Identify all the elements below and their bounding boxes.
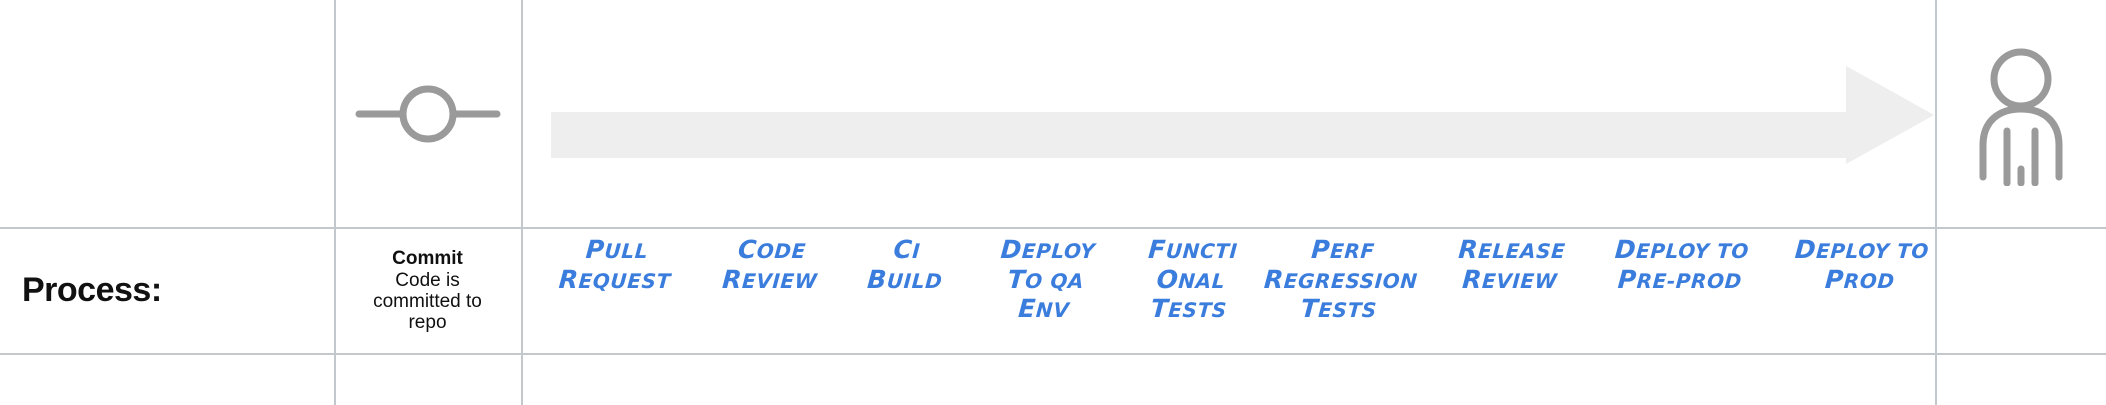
step-line: env: [1017, 294, 1071, 323]
step-release-review[interactable]: Release review: [1424, 235, 1598, 294]
step-line: CI: [892, 235, 922, 264]
commit-step-cell: Commit Code is committed to repo: [334, 229, 521, 353]
grid-line-vertical-3: [1935, 0, 1937, 405]
git-commit-icon: [353, 74, 503, 154]
commit-desc-line-3: to repo: [408, 291, 482, 334]
step-line: prod: [1824, 264, 1896, 294]
commit-step-title: Commit: [392, 248, 463, 270]
page-title: Process:: [22, 271, 162, 310]
step-line: Functi: [1147, 235, 1239, 264]
grid-line-horizontal-bottom: [0, 353, 2106, 355]
process-label-cell: Process:: [0, 229, 334, 353]
person-icon: [1961, 41, 2081, 186]
commit-desc-line-1: Code is: [395, 269, 460, 291]
commit-step-description: Code is committed to repo: [353, 270, 503, 334]
step-line: Deploy to: [1793, 235, 1930, 264]
step-line: build: [866, 264, 944, 294]
grid-line-horizontal-top: [0, 227, 2106, 229]
step-line: tests: [1299, 294, 1378, 323]
step-line: onal: [1155, 264, 1227, 294]
person-icon-cell: [1935, 0, 2106, 227]
commit-desc-line-2: committed: [373, 291, 461, 312]
step-line: Pull: [584, 235, 650, 264]
pipeline-arrow-cell: [521, 0, 1935, 227]
step-deploy-to-qa-env[interactable]: Deploy to QA env: [958, 235, 1134, 324]
step-line: regression: [1263, 264, 1419, 294]
grid-line-vertical-1: [334, 0, 336, 405]
step-line: Deploy to: [1613, 235, 1750, 264]
step-line: Deploy: [999, 235, 1097, 264]
grid-line-vertical-2: [521, 0, 523, 405]
step-line: Perf: [1310, 235, 1376, 264]
commit-icon-cell: [334, 0, 521, 227]
step-line: pre-prod: [1616, 264, 1743, 294]
pipeline-steps: Pull request Code review CI build Deploy…: [521, 229, 1935, 353]
step-line: review: [1461, 264, 1559, 294]
step-line: tests: [1149, 294, 1228, 323]
step-line: request: [557, 264, 672, 294]
step-deploy-to-prod[interactable]: Deploy to prod: [1764, 235, 1958, 294]
step-pull-request[interactable]: Pull request: [529, 235, 703, 294]
step-line: Release: [1457, 235, 1567, 264]
step-deploy-to-pre-prod[interactable]: Deploy to pre-prod: [1584, 235, 1778, 294]
step-perf-regression-tests[interactable]: Perf regression tests: [1248, 235, 1434, 324]
step-line: to QA: [1006, 264, 1086, 294]
